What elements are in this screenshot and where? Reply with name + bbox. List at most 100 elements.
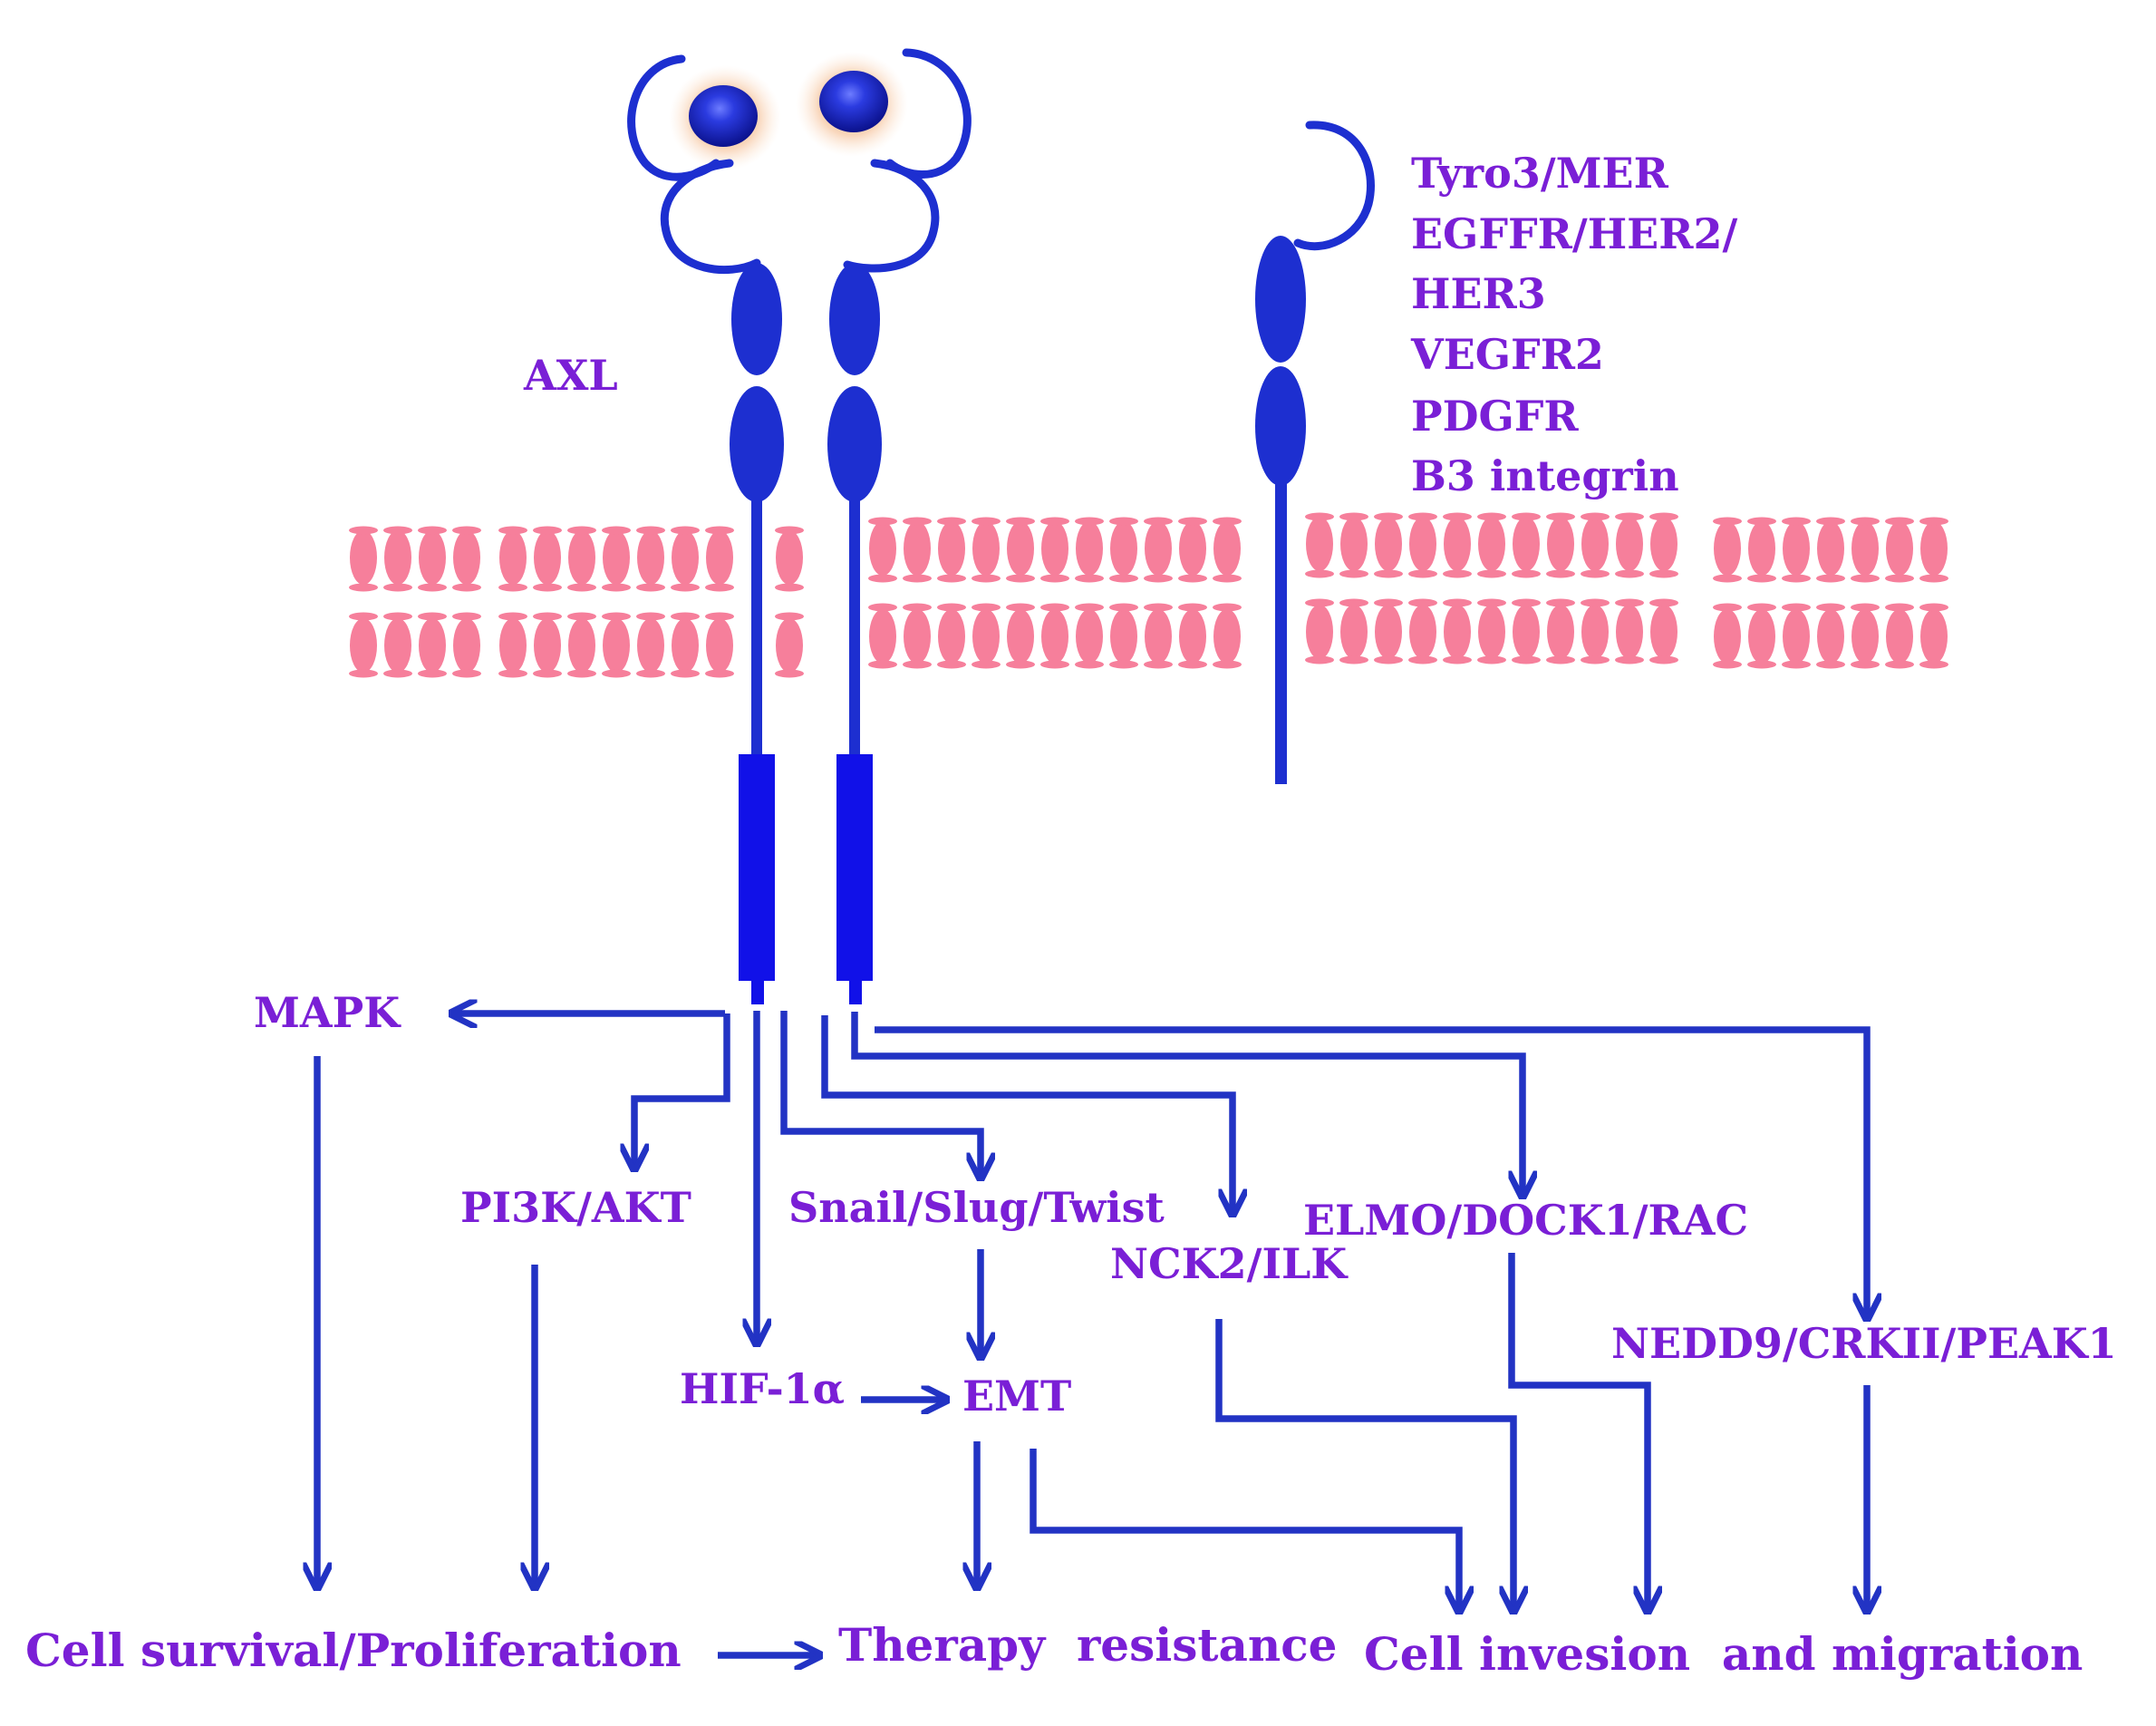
lipid-body [1007, 609, 1034, 664]
lipid-head [1305, 569, 1334, 578]
lipid-head [1649, 512, 1678, 521]
lipid-body [1375, 517, 1402, 571]
lipid-body [1213, 609, 1241, 664]
lipid-head [1075, 603, 1104, 612]
lipid-head [452, 583, 481, 592]
lipid-body [1306, 517, 1333, 571]
lipid-head [1919, 574, 1948, 583]
ig-loop-right-lower [843, 159, 940, 273]
lipid-head [972, 517, 1001, 526]
lipid-head [1040, 603, 1069, 612]
lipid-head [567, 612, 596, 621]
mapk-label: MAPK [254, 988, 401, 1037]
lipid-head [1581, 598, 1610, 607]
lipid-head [1919, 517, 1948, 526]
ig-loop-left-lower [660, 159, 761, 275]
arrow-to-nck2 [821, 1015, 1233, 1215]
lipid-head [1546, 655, 1575, 664]
lipid-head [1339, 598, 1368, 607]
lipid-body [453, 530, 480, 585]
arrow-to-pi3k [634, 1013, 730, 1169]
lipid-head [452, 612, 481, 621]
lipid-body [1581, 605, 1609, 659]
lipid-head [705, 583, 734, 592]
labels: AXL Tyro3/MER EGFFR/HER2/ HER3 VEGFR2 PD… [25, 149, 2117, 1681]
lipid-body [672, 530, 699, 585]
lipid-head [1816, 603, 1845, 612]
arrow-emt-to-invasion [1030, 1449, 1459, 1612]
lipid-head [937, 660, 966, 669]
lipid-head [1885, 660, 1914, 669]
lipid-body [1513, 517, 1540, 571]
lipid-head [868, 517, 897, 526]
lipid-head [533, 526, 562, 535]
lipid-head [1374, 569, 1403, 578]
lipid-head [1305, 598, 1334, 607]
lipid-head [1885, 574, 1914, 583]
lipid-head [1477, 569, 1506, 578]
lipid-head [349, 583, 378, 592]
lipid-head [1075, 660, 1104, 669]
lipid-head [498, 612, 527, 621]
lipid-body [1851, 521, 1879, 576]
lipid-head [1443, 512, 1472, 521]
lipid-body [453, 618, 480, 673]
lipid-head [868, 660, 897, 669]
lipid-head [1408, 598, 1437, 607]
lipid-body [1409, 517, 1436, 571]
lipid-body [1513, 605, 1540, 659]
kinase-domain-right [836, 754, 873, 981]
lipid-body [1444, 517, 1471, 571]
lipid-head [1477, 598, 1506, 607]
lipid-body [637, 618, 664, 673]
lipid-body [1110, 521, 1137, 576]
arrow-to-nedd9 [875, 1026, 1867, 1319]
lipid-head [972, 574, 1001, 583]
partner-fn-domain-2 [1255, 366, 1306, 486]
nedd9-label: NEDD9/CRKII/PEAK1 [1611, 1319, 2117, 1368]
partner-label-4: PDGFR [1411, 392, 1579, 441]
nck2-label: NCK2/ILK [1110, 1239, 1349, 1288]
lipid-head [1040, 574, 1069, 583]
lipid-head [1006, 603, 1035, 612]
lipid-body [706, 530, 733, 585]
lipid-head [868, 574, 897, 583]
lipid-head [452, 669, 481, 678]
lipid-head [1615, 569, 1644, 578]
lipid-body [1650, 605, 1677, 659]
lipid-head [1747, 660, 1776, 669]
lipid-body [904, 609, 931, 664]
lipid-body [1340, 517, 1368, 571]
lipid-body [938, 521, 965, 576]
lipid-head [349, 612, 378, 621]
lipid-head [903, 574, 932, 583]
lipid-head [602, 612, 631, 621]
lipid-head [705, 526, 734, 535]
lipid-body [869, 609, 896, 664]
lipid-head [775, 583, 804, 592]
lipid-head [1919, 603, 1948, 612]
lipid-head [1747, 517, 1776, 526]
lipid-head [533, 669, 562, 678]
lipid-body [1616, 517, 1643, 571]
pi3k-label: PI3K/AKT [460, 1183, 691, 1232]
tm-stem-left [751, 494, 762, 757]
lipid-head [1581, 655, 1610, 664]
signaling-arrows [317, 1011, 1867, 1655]
lipid-head [1178, 574, 1207, 583]
lipid-head [1649, 569, 1678, 578]
fn-domain-right-1 [829, 263, 880, 375]
lipid-head [1443, 569, 1472, 578]
lipid-body [1783, 521, 1810, 576]
lipid-head [383, 526, 412, 535]
lipid-body [1179, 609, 1206, 664]
lipid-head [1885, 517, 1914, 526]
lipid-head [602, 526, 631, 535]
lipid-head [1109, 517, 1138, 526]
lipid-body [1179, 521, 1206, 576]
therapy-label: Therapy resistance [838, 1618, 1338, 1672]
lipid-head [937, 574, 966, 583]
lipid-head [1374, 655, 1403, 664]
lipid-head [418, 612, 447, 621]
